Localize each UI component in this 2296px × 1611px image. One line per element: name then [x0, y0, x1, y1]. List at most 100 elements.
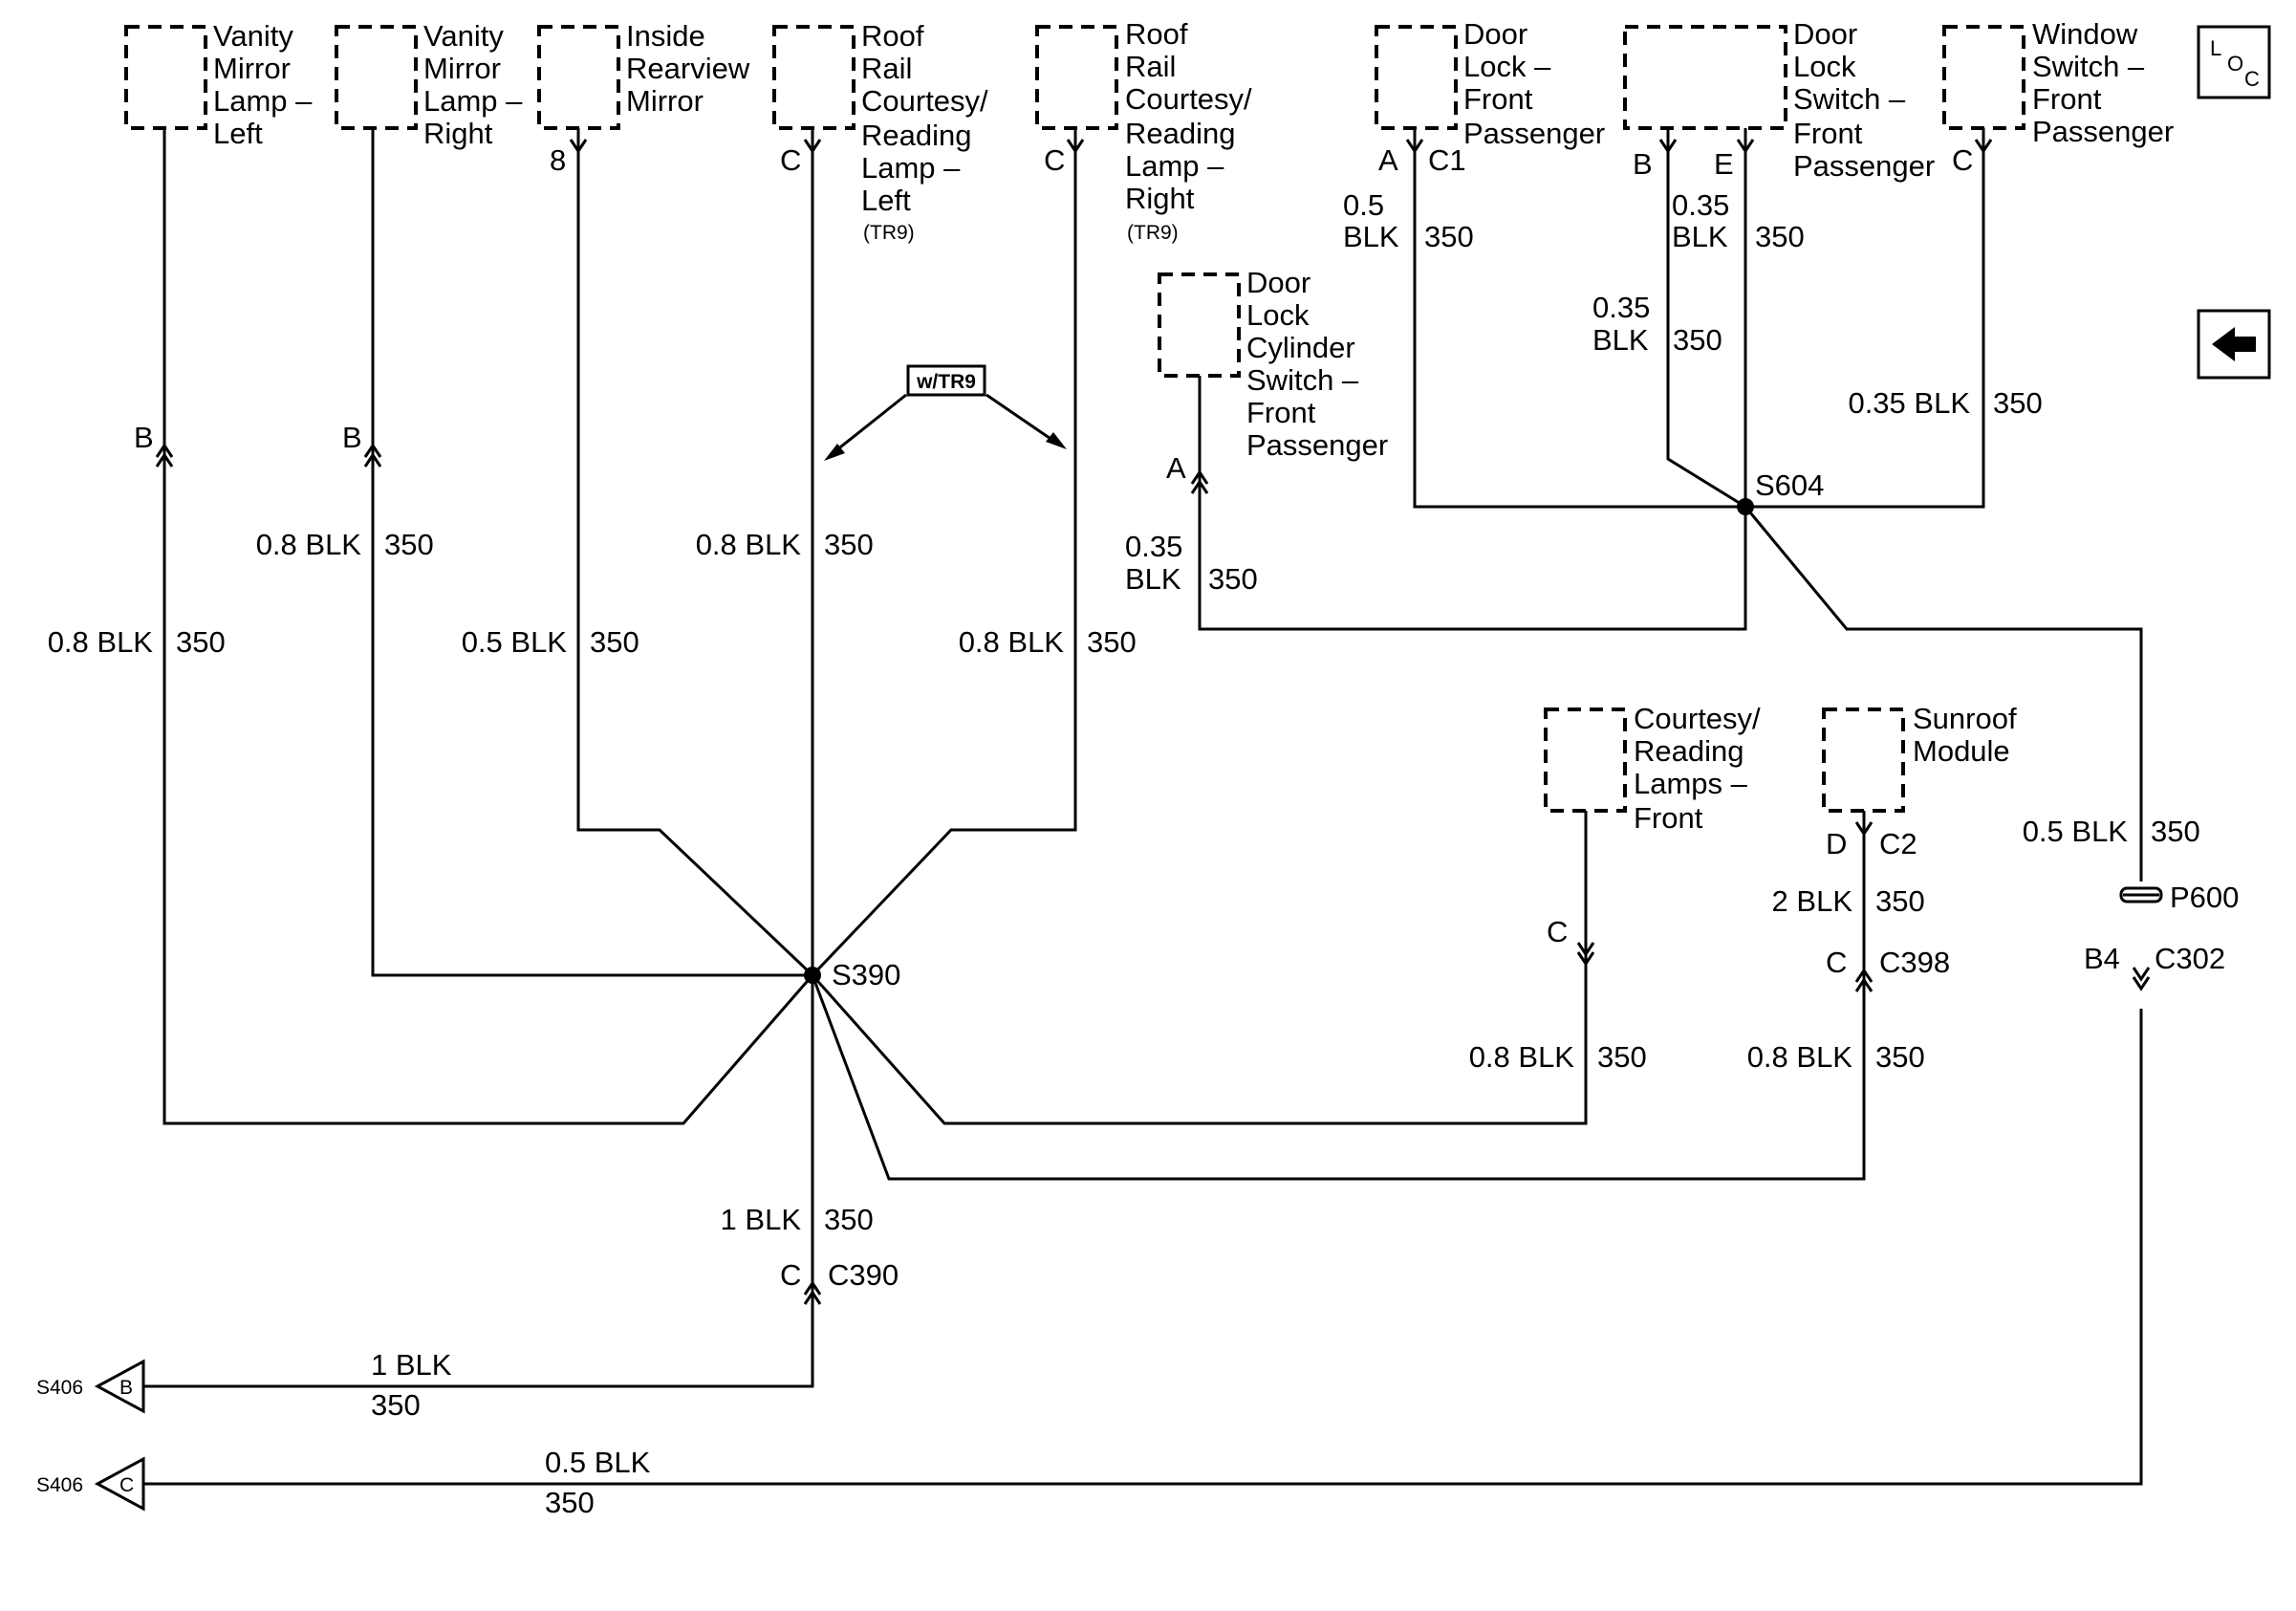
component-label: Courtesy/: [861, 84, 988, 118]
wire-circuit-label: 350: [1597, 1040, 1647, 1074]
loc-icon-letter: C: [2244, 67, 2260, 91]
wire-circuit-label: 350: [1424, 220, 1474, 253]
component-label: Lamp –: [861, 151, 961, 185]
inside-rearview-mirror: Inside Rearview Mirror: [537, 19, 750, 130]
component-label: Cylinder: [1246, 331, 1355, 364]
pin-label: C2: [1879, 827, 1917, 860]
ground-ref-label: S406: [36, 1377, 83, 1399]
pin-label: B4: [2084, 942, 2120, 975]
wire-gauge-label: 0.35: [1672, 188, 1729, 222]
component-label: Left: [213, 117, 263, 150]
option-label: (TR9): [1127, 222, 1179, 244]
component-label: Vanity: [423, 19, 504, 53]
wire-color-label: BLK: [1672, 220, 1728, 253]
wire-gauge-label: 0.5 BLK: [545, 1446, 651, 1479]
pin-label: A: [1166, 451, 1186, 485]
splice-label-s604: S604: [1755, 468, 1824, 502]
wire-gauge-label: 0.35 BLK: [1848, 386, 1970, 420]
component-label: Lamp –: [423, 84, 523, 118]
wire-circuit-label: 350: [384, 528, 434, 561]
wire-network: [143, 128, 2143, 1486]
component-label: Lock: [1246, 298, 1310, 332]
component-label: Front: [2032, 82, 2102, 116]
component-label: Mirror: [626, 84, 704, 118]
s604-splice-dot: [1737, 498, 1754, 515]
wire-gauge-label: 0.35: [1125, 530, 1182, 563]
connector-label: C302: [2155, 942, 2225, 975]
back-button[interactable]: [2197, 309, 2271, 380]
ground-ref-letter: C: [119, 1474, 134, 1496]
component-label: Passenger: [1793, 149, 1935, 183]
pin-label: C: [1826, 946, 1847, 979]
pin-label: B: [134, 421, 154, 454]
pin-label: C: [1952, 143, 1973, 177]
s390-splice-dot: [804, 967, 821, 984]
ground-ref-s406-c[interactable]: S406 C: [36, 1456, 145, 1512]
ground-ref-label: S406: [36, 1474, 83, 1496]
component-label: Lamp –: [213, 84, 313, 118]
back-arrow-icon: [2212, 327, 2256, 361]
sunroof-module: Sunroof Module: [1822, 702, 2017, 813]
pin-label: D: [1826, 827, 1847, 860]
pin-label: C: [1044, 143, 1065, 177]
component-label: Passenger: [2032, 115, 2174, 148]
component-label: Mirror: [213, 52, 291, 85]
wire-color-label: BLK: [1343, 220, 1399, 253]
component-label: Courtesy/: [1125, 82, 1252, 116]
pin-label: C: [780, 143, 801, 177]
ground-ref-s406-b[interactable]: S406 B: [36, 1359, 145, 1414]
wire-circuit-label: 350: [1208, 562, 1258, 596]
wire-gauge-label: 0.35: [1592, 291, 1650, 324]
component-label: Reading: [861, 119, 971, 152]
wire-circuit-label: 350: [2151, 815, 2200, 848]
component-label: Mirror: [423, 52, 501, 85]
wire-gauge-label: 0.5 BLK: [2023, 815, 2129, 848]
pin-label: C: [780, 1258, 801, 1292]
component-label: Front: [1793, 117, 1863, 150]
pin-label: B: [342, 421, 362, 454]
component-label: Door: [1793, 17, 1857, 51]
component-label: Courtesy/: [1634, 702, 1761, 735]
wire-circuit-label: 350: [176, 625, 226, 659]
wire-circuit-label: 350: [1755, 220, 1805, 253]
component-label: Switch –: [1793, 82, 1906, 116]
pin-label: C1: [1428, 143, 1466, 177]
component-label: Switch –: [1246, 363, 1359, 397]
wire-gauge-label: 0.5 BLK: [462, 625, 568, 659]
option-tag-text: w/TR9: [916, 371, 976, 393]
component-label: Module: [1913, 734, 2010, 768]
option-tag: w/TR9: [824, 364, 1067, 461]
component-label: Passenger: [1246, 428, 1388, 462]
component-label: Vanity: [213, 19, 293, 53]
component-label: Front: [1634, 801, 1703, 835]
door-lock-switch-front-passenger: Door Lock Switch – Front Passenger: [1623, 17, 1935, 183]
component-label: Rearview: [626, 52, 750, 85]
wire-gauge-label: 0.8 BLK: [256, 528, 362, 561]
wire-gauge-label: 0.8 BLK: [48, 625, 154, 659]
option-label: (TR9): [863, 222, 915, 244]
vanity-mirror-lamp-left: Vanity Mirror Lamp – Left: [124, 19, 313, 150]
component-label: Right: [423, 117, 493, 150]
loc-icon-letter: L: [2210, 36, 2221, 60]
connector-symbols: [155, 139, 2163, 1305]
wire-circuit-label: 350: [1875, 1040, 1925, 1074]
wire-circuit-label: 350: [824, 528, 874, 561]
wire-circuit-label: 350: [545, 1486, 595, 1519]
loc-icon-letter: O: [2227, 52, 2243, 76]
roof-rail-lamp-right: Roof Rail Courtesy/ Reading Lamp – Right…: [1035, 17, 1252, 244]
vanity-mirror-lamp-right: Vanity Mirror Lamp – Right: [335, 19, 523, 150]
loc-button[interactable]: L O C: [2197, 25, 2271, 99]
pin-label: A: [1378, 143, 1398, 177]
connector-label: C390: [828, 1258, 899, 1292]
component-label: Rail: [861, 52, 912, 85]
component-label: Passenger: [1463, 117, 1605, 150]
component-label: Inside: [626, 19, 705, 53]
component-label: Front: [1246, 396, 1316, 429]
wire-circuit-label: 350: [371, 1388, 421, 1422]
component-label: Switch –: [2032, 50, 2145, 83]
connector-label: C398: [1879, 946, 1950, 979]
wire-gauge-label: 1 BLK: [371, 1348, 452, 1382]
component-label: Lamp –: [1125, 149, 1224, 183]
component-label: Left: [861, 184, 911, 217]
